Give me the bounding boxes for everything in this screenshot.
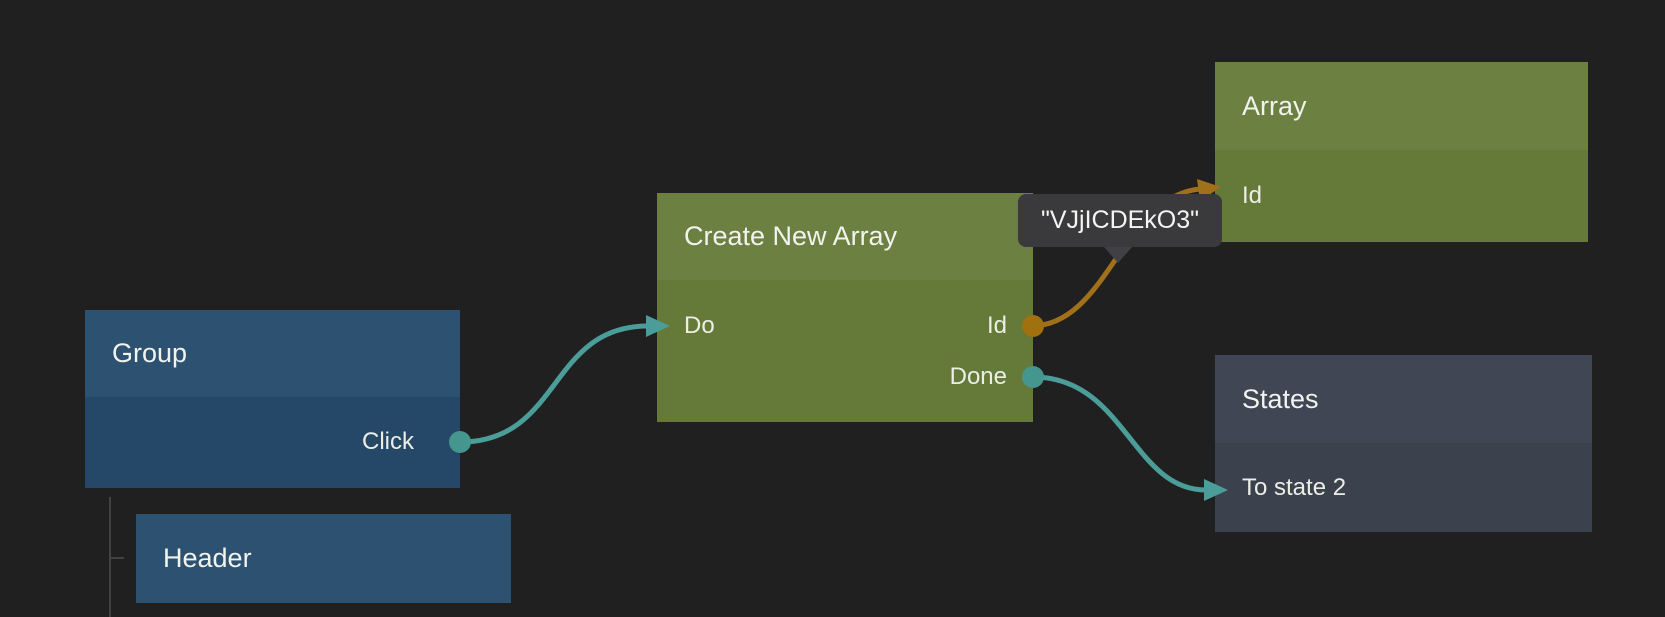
connection-value-text: "VJjICDEkO3" (1040, 206, 1200, 234)
node-create-new-array-title: Create New Array (657, 193, 1033, 280)
connection-value-tooltip: "VJjICDEkO3" (1018, 194, 1222, 263)
wire-done-to-state-2[interactable] (1030, 374, 1209, 493)
port-group-click[interactable]: Click (362, 428, 414, 455)
node-group-body (85, 397, 460, 488)
tree-line-tick (109, 557, 124, 559)
node-header-title: Header (163, 543, 252, 573)
node-array-body (1215, 150, 1588, 242)
wire-click-to-do[interactable] (457, 323, 651, 445)
port-create-new-array-do[interactable]: Do (684, 312, 715, 339)
node-group[interactable]: Group Click (85, 310, 460, 488)
node-create-new-array[interactable]: Create New Array Do Id Done (657, 193, 1033, 422)
node-states-body (1215, 443, 1592, 532)
node-header[interactable]: Header (136, 514, 511, 603)
node-array-title: Array (1215, 62, 1588, 150)
node-states-title: States (1215, 355, 1592, 443)
node-states[interactable]: States To state 2 (1215, 355, 1592, 532)
port-array-id[interactable]: Id (1242, 182, 1263, 209)
node-group-title: Group (85, 310, 460, 397)
node-array[interactable]: Array Id (1215, 62, 1588, 242)
tooltip-tail (1104, 247, 1132, 263)
node-create-new-array-body (657, 280, 1033, 422)
port-create-new-array-done[interactable]: Done (949, 363, 1007, 390)
port-create-new-array-id[interactable]: Id (986, 312, 1007, 339)
port-states-to-state-2[interactable]: To state 2 (1242, 474, 1347, 501)
